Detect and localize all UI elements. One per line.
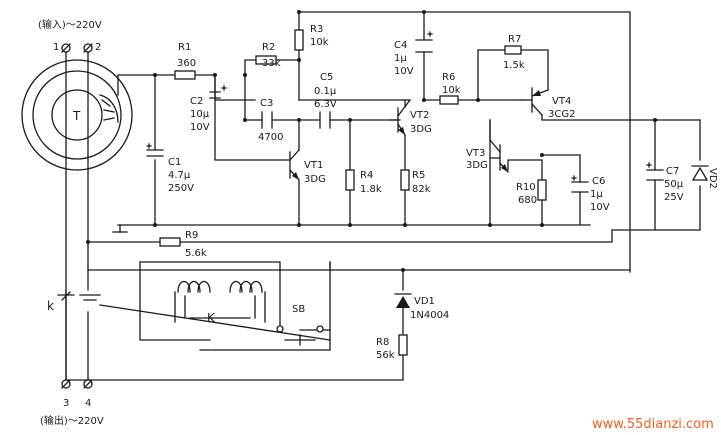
capacitor-c5: C5 0.1μ 6.3V — [314, 72, 337, 129]
c2-value: 10μ — [190, 109, 210, 120]
resistor-r1: R1 360 — [174, 42, 196, 80]
resistor-r3: R3 10k — [294, 24, 329, 51]
c6-voltage: 10V — [590, 202, 610, 213]
terminal-4-label: 4 — [85, 398, 91, 409]
r6-name: R6 — [442, 72, 455, 83]
r2-value: 33k — [262, 58, 281, 69]
diode-vd1: VD1 1N4004 — [394, 293, 449, 321]
output-label: (输出)～220V — [40, 414, 104, 427]
r3-value: 10k — [310, 37, 329, 48]
resistor-r4: R4 1.8k — [345, 169, 382, 195]
capacitor-c2: C2 10μ 10V — [190, 85, 227, 133]
capacitor-c6: C6 1μ 10V — [571, 175, 610, 213]
vt4-name: VT4 — [552, 96, 571, 107]
c3-value: 4700 — [258, 132, 283, 143]
c1-voltage: 250V — [168, 183, 194, 194]
resistor-r2: R2 33k — [255, 42, 281, 69]
terminal-3-label: 3 — [63, 398, 69, 409]
capacitor-c3: C3 4700 — [258, 98, 283, 143]
r1-value: 360 — [177, 58, 196, 69]
c7-name: C7 — [666, 166, 679, 177]
c7-value: 50μ — [664, 179, 684, 190]
r4-value: 1.8k — [360, 184, 382, 195]
r5-value: 82k — [412, 184, 431, 195]
c4-name: C4 — [394, 40, 407, 51]
r3-name: R3 — [310, 24, 323, 35]
vd1-model: 1N4004 — [410, 310, 449, 321]
resistor-r8: R8 56k — [376, 334, 408, 361]
vt3-name: VT3 — [466, 148, 485, 159]
vt1-model: 3DG — [304, 174, 326, 185]
r2-name: R2 — [262, 42, 275, 53]
r7-name: R7 — [508, 34, 521, 45]
vt3-model: 3DG — [466, 160, 488, 171]
c4-voltage: 10V — [394, 66, 414, 77]
terminal-1-label: 1 — [53, 42, 59, 53]
r4-name: R4 — [360, 170, 373, 181]
terminal-2-label: 2 — [95, 42, 101, 53]
switch-label: SB — [292, 304, 305, 315]
c5-voltage: 6.3V — [314, 99, 337, 110]
c3-name: C3 — [260, 98, 273, 109]
c7-voltage: 25V — [664, 192, 684, 203]
resistor-r6: R6 10k — [439, 72, 461, 105]
watermark-text: www.55dianzi.com — [592, 417, 714, 432]
transistor-vt2: VT2 3DG — [389, 99, 432, 136]
r9-value: 5.6k — [185, 248, 207, 259]
c5-name: C5 — [320, 72, 333, 83]
r5-name: R5 — [412, 170, 425, 181]
terminal-4: 4 — [83, 379, 93, 409]
resistor-r7: R7 1.5k — [503, 34, 525, 71]
transformer-t: T — [21, 59, 133, 171]
diode-vd2: VD2 — [691, 165, 718, 189]
r1-name: R1 — [178, 42, 191, 53]
c1-name: C1 — [168, 157, 181, 168]
vd1-name: VD1 — [414, 296, 435, 307]
transistor-vt4: VT4 3CG2 — [519, 87, 575, 120]
c6-name: C6 — [592, 176, 605, 187]
vt2-model: 3DG — [410, 124, 432, 135]
r6-value: 10k — [442, 85, 461, 96]
switch-sb: SB — [276, 304, 324, 346]
r10-name: R10 — [516, 182, 536, 193]
c2-voltage: 10V — [190, 122, 210, 133]
relay-contact-label: k — [47, 299, 54, 313]
r7-value: 1.5k — [503, 60, 525, 71]
capacitor-c7: C7 50μ 25V — [646, 162, 684, 203]
r8-name: R8 — [376, 337, 389, 348]
resistor-r5: R5 82k — [400, 169, 431, 195]
input-label: (输入)～220V — [38, 18, 102, 31]
transformer-label: T — [72, 109, 81, 123]
vt2-name: VT2 — [410, 110, 429, 121]
terminal-2: 2 — [83, 42, 101, 53]
resistor-r10: R10 680 — [516, 179, 547, 206]
c5-value: 0.1μ — [314, 86, 337, 97]
transistor-vt1: VT1 3DG — [289, 149, 326, 185]
junction-dots — [86, 10, 657, 272]
c4-value: 1μ — [394, 53, 407, 64]
vd2-name: VD2 — [707, 168, 718, 189]
relay-coil-label: K — [207, 311, 216, 325]
resistor-r9: R9 5.6k — [159, 230, 207, 259]
transistor-vt3: VT3 3DG — [466, 119, 509, 173]
r8-value: 56k — [376, 350, 395, 361]
c1-value: 4.7μ — [168, 170, 191, 181]
c2-name: C2 — [190, 96, 203, 107]
r10-value: 680 — [518, 195, 537, 206]
wiring — [65, 11, 701, 381]
terminal-1: 1 — [53, 42, 71, 53]
vt4-model: 3CG2 — [548, 109, 575, 120]
relay-contact-k: k — [47, 291, 101, 313]
capacitor-c1: C1 4.7μ 250V — [146, 143, 194, 194]
r9-name: R9 — [185, 230, 198, 241]
vt1-name: VT1 — [304, 160, 323, 171]
capacitor-c4: C4 1μ 10V — [394, 31, 433, 77]
terminal-3: 3 — [61, 379, 71, 409]
c6-value: 1μ — [590, 189, 603, 200]
relay-coil-k: K — [174, 280, 266, 351]
